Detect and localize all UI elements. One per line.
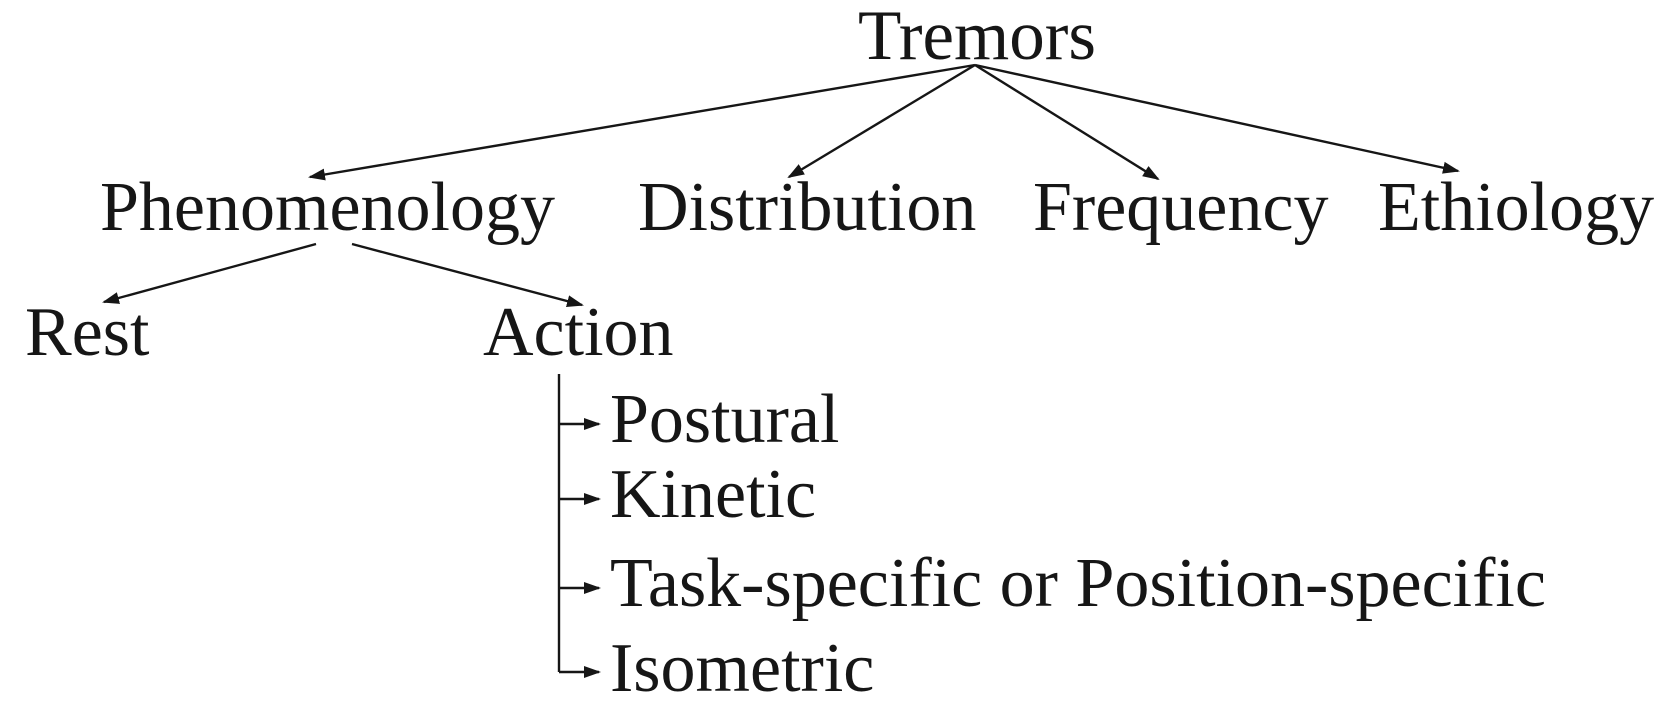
node-kinetic: Kinetic (610, 456, 817, 533)
node-phenomenology: Phenomenology (100, 169, 555, 246)
node-action: Action (483, 294, 674, 371)
node-distribution: Distribution (638, 169, 977, 246)
node-task-specific: Task-specific or Position-specific (610, 545, 1546, 622)
node-ethiology: Ethiology (1378, 169, 1655, 246)
edge-tremors-frequency (974, 63, 1160, 181)
edge-tremors-distribution (787, 63, 976, 179)
node-rest: Rest (25, 294, 150, 371)
node-tremors: Tremors (858, 0, 1097, 75)
node-postural: Postural (610, 381, 840, 458)
node-isometric: Isometric (610, 630, 875, 707)
edge-tremors-ethiology (974, 63, 1460, 174)
node-frequency: Frequency (1033, 169, 1329, 246)
edge-tremors-phenomenology (308, 63, 976, 181)
edge-phenomenology-rest (102, 242, 317, 304)
edge-phenomenology-action (351, 242, 584, 307)
